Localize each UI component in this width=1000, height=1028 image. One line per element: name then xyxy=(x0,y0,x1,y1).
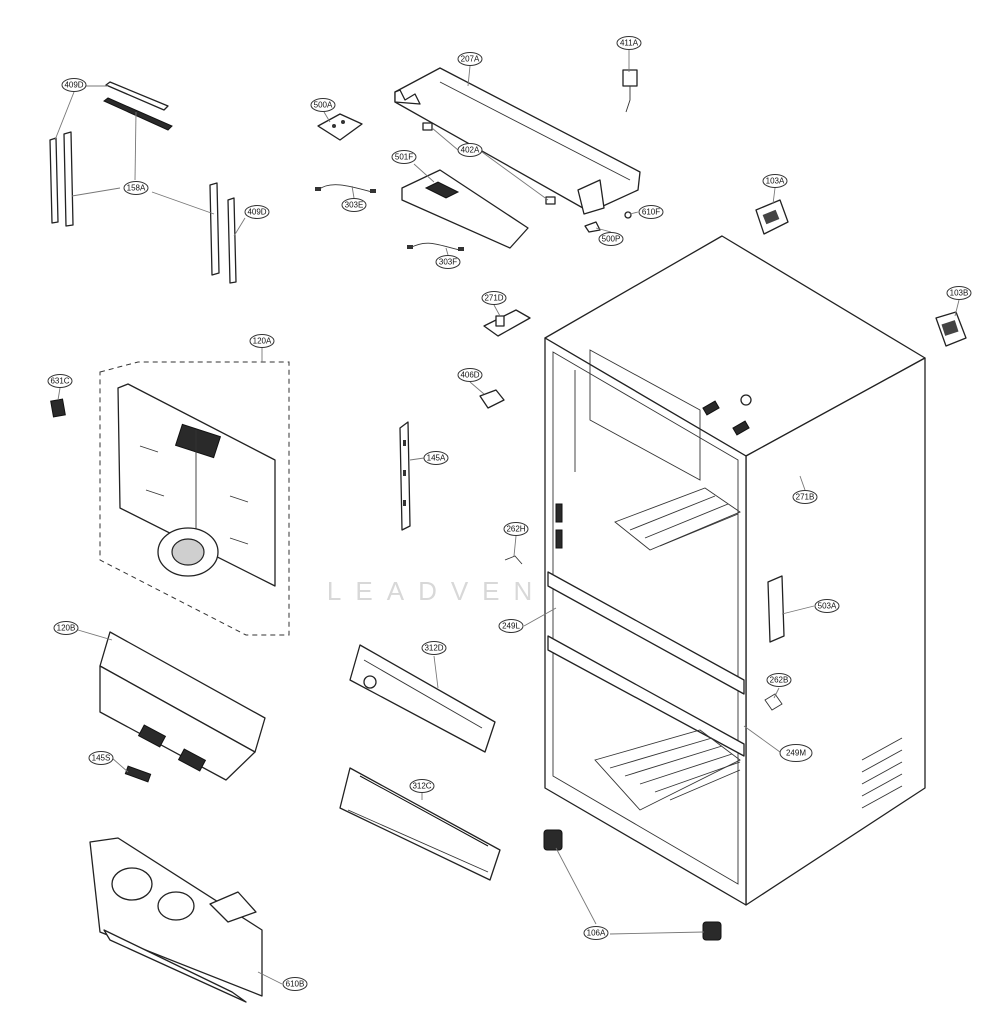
callout-158A-label: 158A xyxy=(127,184,146,193)
part-406D xyxy=(479,389,505,409)
callout-409D-top-label: 409D xyxy=(64,81,83,90)
callout-500P: 500P xyxy=(598,232,624,246)
callout-145S: 145S xyxy=(88,751,114,765)
callout-207A-label: 207A xyxy=(461,55,480,64)
callout-631C: 631C xyxy=(47,374,73,388)
callout-631C-label: 631C xyxy=(50,377,69,386)
part-262B xyxy=(764,693,783,711)
callout-262H-label: 262H xyxy=(506,525,525,534)
callout-106A-label: 106A xyxy=(587,929,606,938)
callout-145A-label: 145A xyxy=(427,454,446,463)
part-501F-cover xyxy=(401,169,529,249)
callout-312D-label: 312D xyxy=(424,644,443,653)
callout-503A-label: 503A xyxy=(818,602,837,611)
part-120B-cover xyxy=(99,631,266,781)
part-trim-strips xyxy=(49,81,237,284)
callout-249L: 249L xyxy=(498,619,524,633)
callout-262B-label: 262B xyxy=(770,676,789,685)
part-120A-evap-cover xyxy=(99,361,290,636)
callout-402A-label: 402A xyxy=(461,146,480,155)
callout-271D: 271D xyxy=(481,291,507,305)
callout-312C-label: 312C xyxy=(412,782,431,791)
callout-411A-label: 411A xyxy=(620,39,639,48)
callout-262B: 262B xyxy=(766,673,792,687)
part-207A-bracket xyxy=(394,67,641,215)
callout-610F: 610F xyxy=(638,205,664,219)
callout-labels: 409D 158A 409D 500A 303E 207A 402A 501F … xyxy=(47,36,972,991)
part-312D-drawer xyxy=(349,644,496,753)
callout-411A: 411A xyxy=(616,36,642,50)
part-main-cabinet xyxy=(544,235,926,906)
callout-303E: 303E xyxy=(341,198,367,212)
callout-271B-label: 271B xyxy=(796,493,815,502)
part-411A-sensor xyxy=(622,69,638,113)
callout-145S-label: 145S xyxy=(92,754,111,763)
callout-402A: 402A xyxy=(457,143,483,157)
part-402A-clips xyxy=(422,122,556,205)
callout-500A-label: 500A xyxy=(314,101,333,110)
callout-145A: 145A xyxy=(423,451,449,465)
part-610B-fan-housing xyxy=(89,837,263,1003)
callout-303E-label: 303E xyxy=(345,201,364,210)
callout-312C: 312C xyxy=(409,779,435,793)
callout-409D-right: 409D xyxy=(244,205,270,219)
part-145A-strip xyxy=(399,421,411,531)
callout-610B: 610B xyxy=(282,977,308,991)
part-503A-panel xyxy=(767,575,785,643)
part-271D-hinge xyxy=(483,309,531,337)
callout-271D-label: 271D xyxy=(484,294,503,303)
callout-158A: 158A xyxy=(123,181,149,195)
callout-120B-label: 120B xyxy=(57,624,76,633)
part-500A-board xyxy=(317,113,363,141)
part-631C xyxy=(50,398,66,418)
part-103A-grille xyxy=(755,199,789,235)
callout-103B: 103B xyxy=(946,286,972,300)
part-145S xyxy=(124,765,152,783)
callout-120B: 120B xyxy=(53,621,79,635)
callout-610B-label: 610B xyxy=(286,980,305,989)
callout-409D-top: 409D xyxy=(61,78,87,92)
part-610F-500P xyxy=(584,211,632,233)
callout-501F-label: 501F xyxy=(395,153,413,162)
callout-120A: 120A xyxy=(249,334,275,348)
callout-406D-label: 406D xyxy=(460,371,479,380)
callout-303F-label: 303F xyxy=(439,258,457,267)
callout-103B-label: 103B xyxy=(950,289,969,298)
callout-501F: 501F xyxy=(391,150,417,164)
part-262H xyxy=(504,555,523,565)
callout-120A-label: 120A xyxy=(253,337,272,346)
callout-406D: 406D xyxy=(457,368,483,382)
part-303E-wire xyxy=(315,184,376,193)
callout-503A: 503A xyxy=(814,599,840,613)
part-106A-feet xyxy=(543,829,722,941)
callout-312D: 312D xyxy=(421,641,447,655)
callout-500A: 500A xyxy=(310,98,336,112)
callout-303F: 303F xyxy=(435,255,461,269)
callout-207A: 207A xyxy=(457,52,483,66)
callout-249M: 249M xyxy=(779,744,813,762)
callout-610F-label: 610F xyxy=(642,208,660,217)
callout-500P-label: 500P xyxy=(602,235,621,244)
callout-271B: 271B xyxy=(792,490,818,504)
callout-409D-right-label: 409D xyxy=(247,208,266,217)
part-103B-grille xyxy=(935,311,967,347)
callout-249L-label: 249L xyxy=(502,622,520,631)
part-312C-drawer xyxy=(339,767,501,881)
leader-lines xyxy=(54,50,960,985)
callout-249M-label: 249M xyxy=(786,749,806,758)
callout-262H: 262H xyxy=(503,522,529,536)
callout-103A-label: 103A xyxy=(766,177,785,186)
part-303F-wire xyxy=(407,242,464,251)
callout-103A: 103A xyxy=(762,174,788,188)
callout-106A: 106A xyxy=(583,926,609,940)
